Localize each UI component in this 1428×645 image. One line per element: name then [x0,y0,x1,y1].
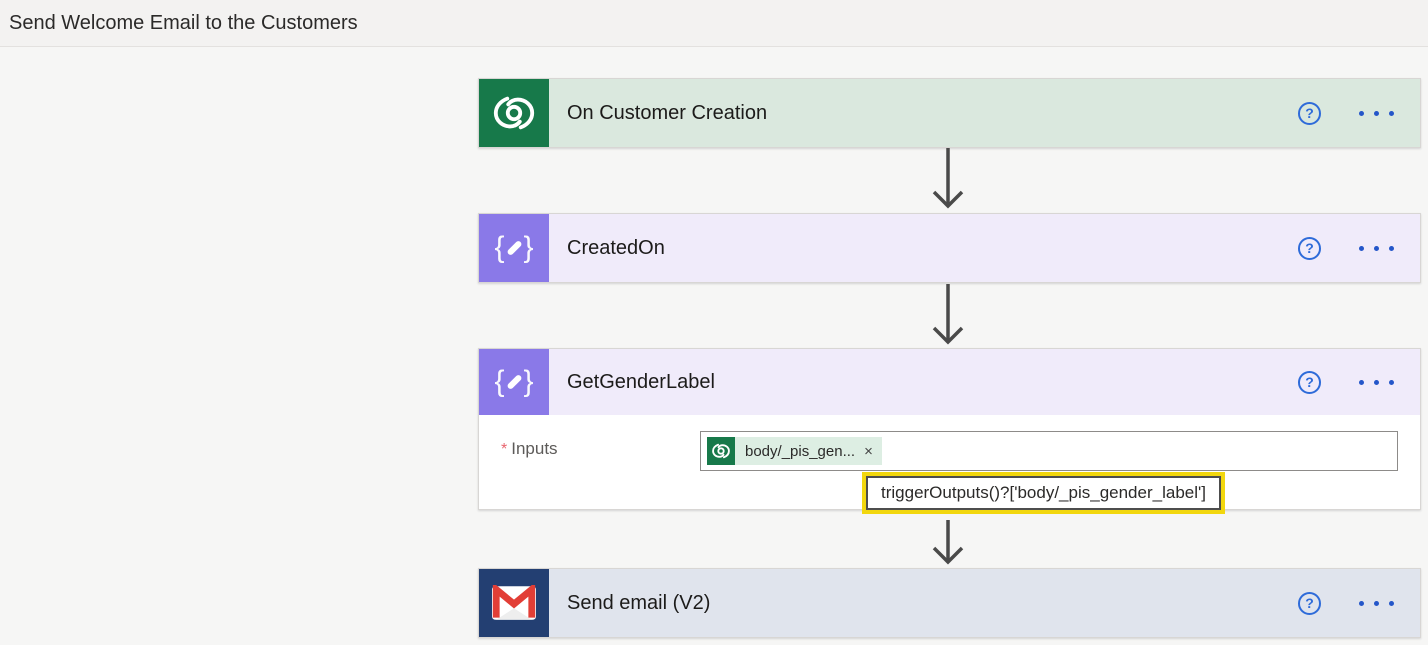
flow-titlebar: Send Welcome Email to the Customers [0,0,1428,47]
compose-icon: { } [479,349,549,415]
dynamic-content-token[interactable]: body/_pis_gen... × [707,437,882,465]
connector-arrow [926,284,970,347]
token-label: body/_pis_gen... [745,442,856,460]
card-parameters-body: *Inputs body/_pis_gen... × [479,415,1420,509]
card-title: On Customer Creation [567,101,768,124]
more-menu-icon[interactable] [1357,105,1396,122]
help-icon[interactable]: ? [1298,236,1321,260]
token-expression-tooltip: triggerOutputs()?['body/_pis_gender_labe… [862,472,1225,514]
help-icon[interactable]: ? [1298,101,1321,125]
token-expression-text: triggerOutputs()?['body/_pis_gender_labe… [866,476,1221,510]
more-menu-icon[interactable] [1357,374,1396,391]
card-title: CreatedOn [567,236,665,259]
gmail-icon [479,569,549,637]
inputs-field[interactable]: body/_pis_gen... × [700,431,1398,471]
help-icon[interactable]: ? [1298,591,1321,615]
token-remove-icon[interactable]: × [864,442,873,460]
card-title: Send email (V2) [567,591,711,614]
card-header[interactable]: { } GetGenderLabel ? [479,349,1420,415]
card-title: GetGenderLabel [567,370,715,393]
pen-icon [505,239,523,257]
inputs-field-label: *Inputs [501,439,558,458]
flow-title: Send Welcome Email to the Customers [9,11,358,34]
more-menu-icon[interactable] [1357,595,1396,612]
connector-arrow [926,520,970,567]
action-card-send-email-v2[interactable]: Send email (V2) ? [478,568,1421,638]
required-marker: * [501,441,508,458]
dataverse-icon [479,79,549,147]
card-header[interactable]: { } CreatedOn ? [479,214,1420,282]
action-card-createdon[interactable]: { } CreatedOn ? [478,213,1421,283]
compose-icon: { } [479,214,549,282]
more-menu-icon[interactable] [1357,240,1396,257]
card-header[interactable]: Send email (V2) ? [479,569,1420,637]
help-icon[interactable]: ? [1298,370,1321,394]
trigger-card-on-customer-creation[interactable]: On Customer Creation ? [478,78,1421,148]
pen-icon [505,373,523,391]
card-header[interactable]: On Customer Creation ? [479,79,1420,147]
action-card-getgenderlabel[interactable]: { } GetGenderLabel ? *Inputs [478,348,1421,510]
dataverse-icon [707,437,735,465]
connector-arrow [926,148,970,211]
